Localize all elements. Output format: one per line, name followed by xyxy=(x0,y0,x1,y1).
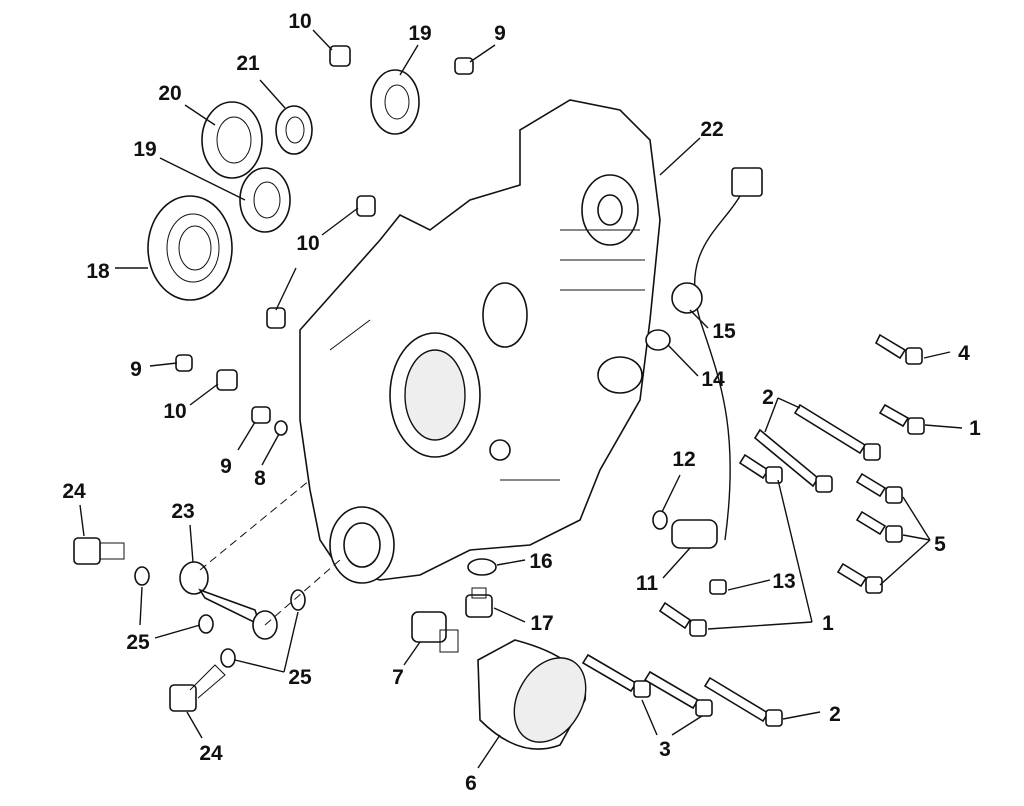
callout-label: 24 xyxy=(62,480,86,503)
callout-label: 7 xyxy=(392,666,404,689)
callout-label: 14 xyxy=(701,368,725,391)
callout-label: 18 xyxy=(86,260,110,283)
callout-label: 1 xyxy=(822,612,834,635)
callout-label: 9 xyxy=(130,358,142,381)
callout-label: 23 xyxy=(171,500,194,523)
callout-label: 11 xyxy=(636,572,659,595)
callout-label: 24 xyxy=(199,742,223,765)
callout-label: 20 xyxy=(158,82,181,105)
leader-lines xyxy=(79,29,963,769)
bearing-19b xyxy=(370,69,420,135)
filter-and-plugs xyxy=(411,558,587,750)
sensor-harness xyxy=(645,167,763,549)
callout-label: 9 xyxy=(220,455,232,478)
callout-label: 3 xyxy=(659,738,671,761)
callout-label: 9 xyxy=(494,22,506,45)
callout-label: 25 xyxy=(288,666,312,689)
callout-label: 15 xyxy=(712,320,736,343)
callout-label: 10 xyxy=(163,400,186,423)
callout-label: 12 xyxy=(672,448,695,471)
callout-label: 16 xyxy=(529,550,552,573)
callout-label: 4 xyxy=(958,342,970,365)
callout-label: 13 xyxy=(772,570,795,593)
callout-label: 2 xyxy=(829,703,841,726)
dowels xyxy=(175,45,474,436)
callout-label: 19 xyxy=(408,22,431,45)
bearing-20 xyxy=(201,101,263,179)
callout-label: 19 xyxy=(133,138,156,161)
callout-label: 10 xyxy=(296,232,319,255)
oil-line-assembly xyxy=(73,479,341,712)
callout-label: 25 xyxy=(126,631,150,654)
callout-label: 22 xyxy=(700,118,723,141)
callout-label: 1 xyxy=(969,417,981,440)
bearing-21 xyxy=(275,105,313,155)
callout-labels: 10 19 9 21 20 22 19 10 18 15 4 9 14 10 2… xyxy=(62,10,981,795)
bearing-18 xyxy=(147,195,233,301)
callout-label: 8 xyxy=(254,467,266,490)
bearing-19a xyxy=(239,167,291,233)
callout-label: 2 xyxy=(762,386,774,409)
callout-label: 6 xyxy=(465,772,477,795)
bolts xyxy=(581,333,925,727)
callout-label: 5 xyxy=(934,533,946,556)
callout-label: 10 xyxy=(288,10,311,33)
callout-label: 17 xyxy=(530,612,553,635)
callout-label: 21 xyxy=(236,52,260,75)
crankcase xyxy=(299,99,661,584)
